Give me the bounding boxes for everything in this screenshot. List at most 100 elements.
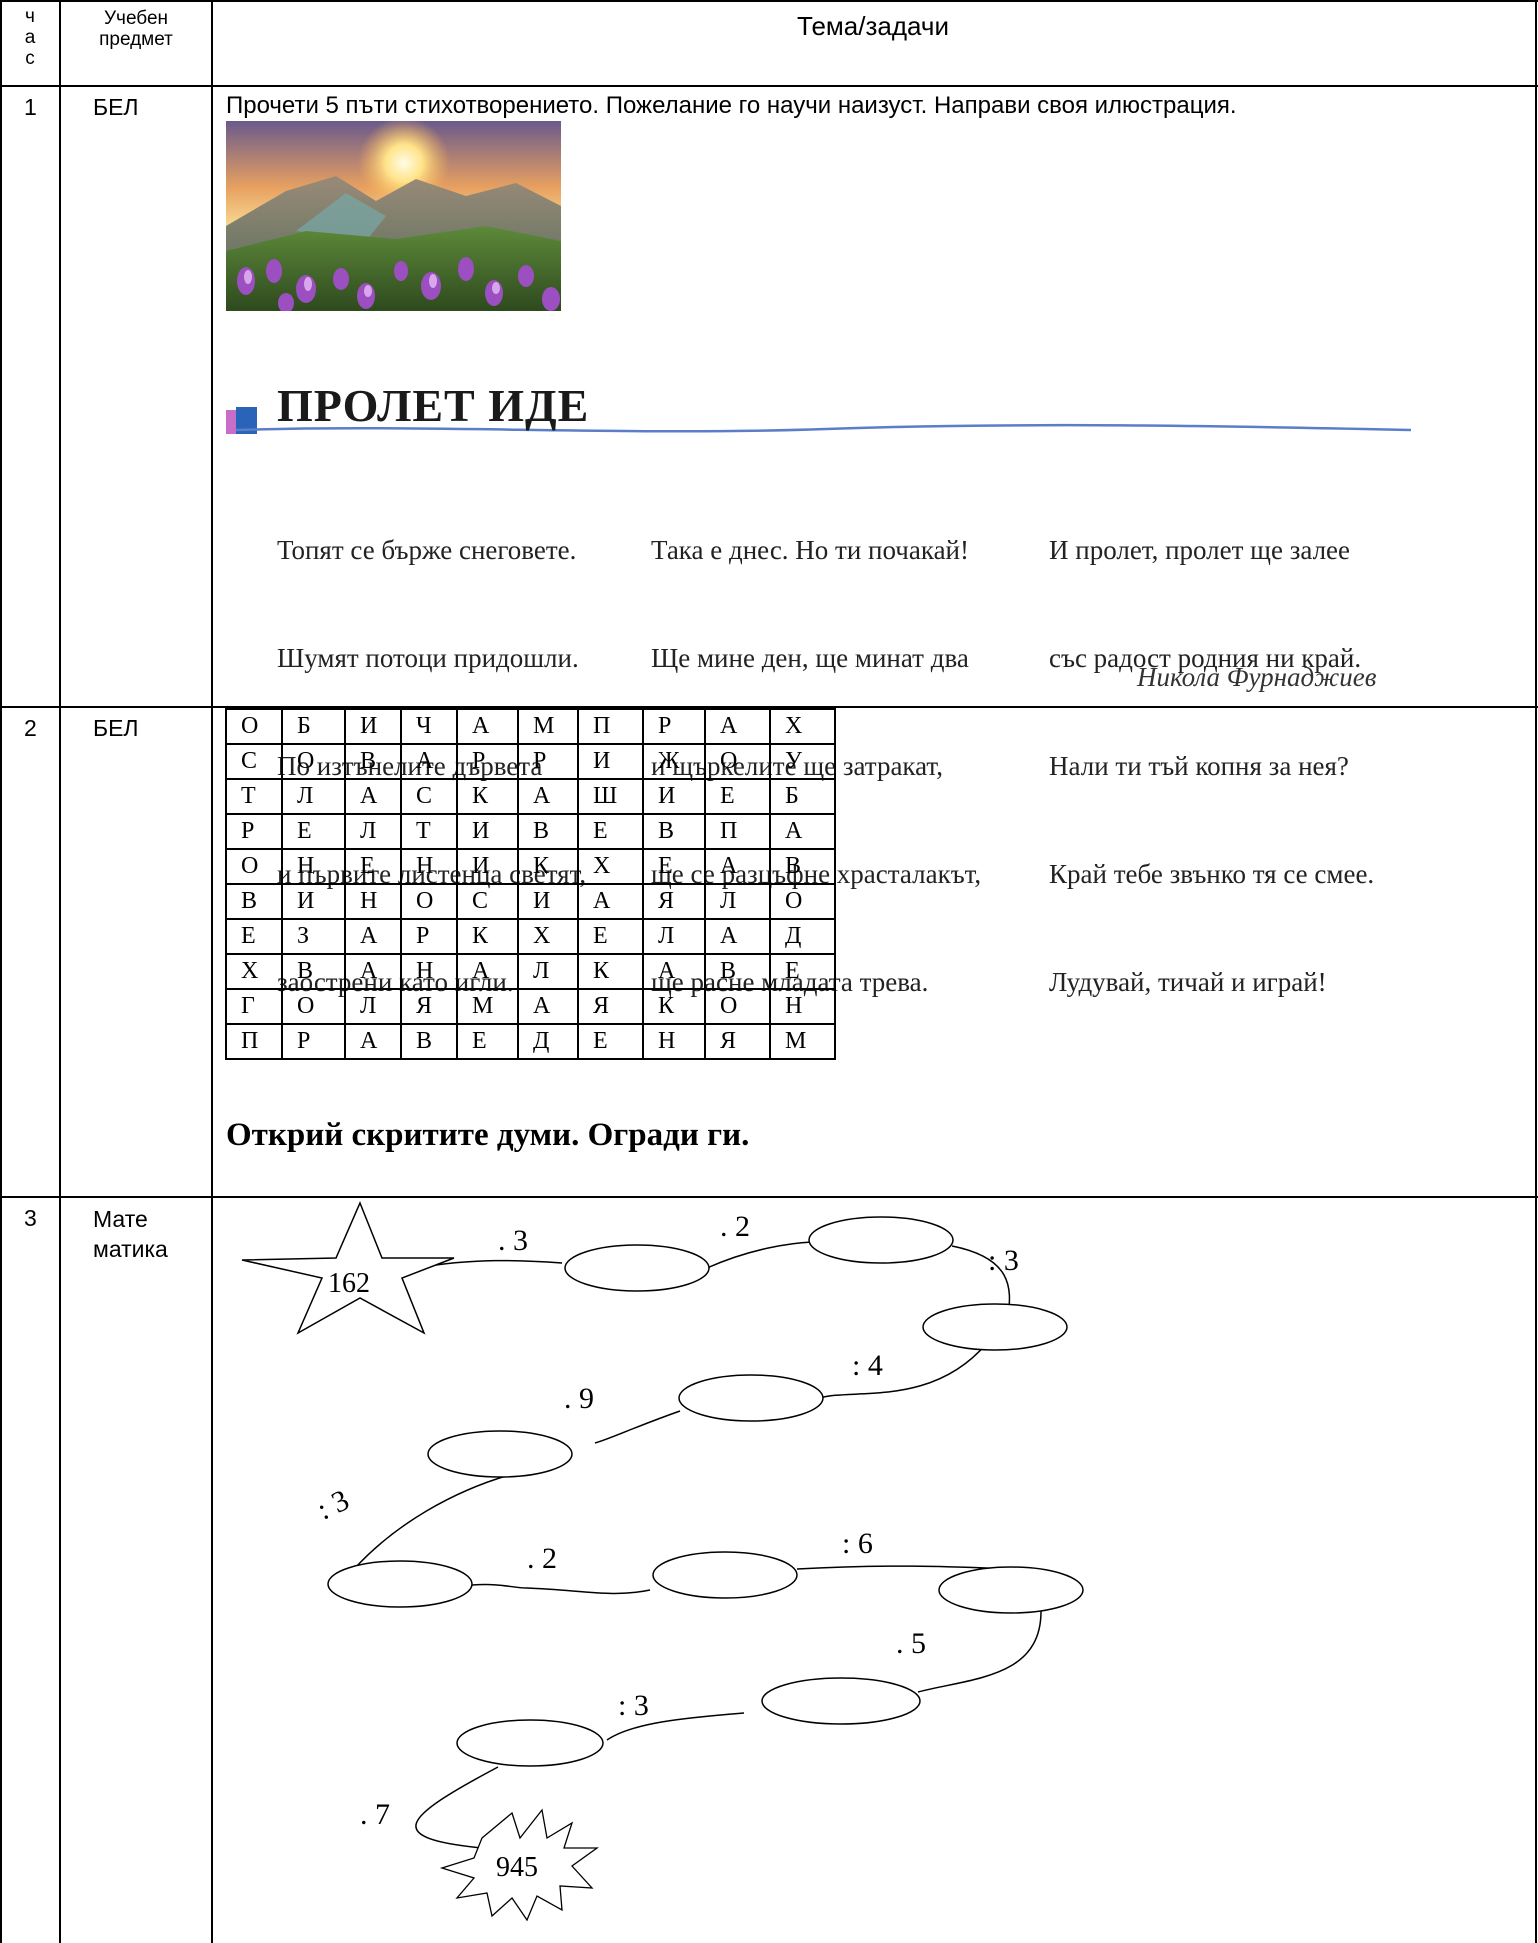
grid-cell[interactable]: Л: [344, 988, 402, 1025]
grid-cell[interactable]: В: [281, 953, 346, 990]
grid-cell[interactable]: Л: [642, 918, 706, 955]
grid-cell[interactable]: Б: [281, 708, 346, 745]
grid-cell[interactable]: Р: [225, 813, 283, 850]
grid-cell[interactable]: Н: [344, 883, 402, 920]
answer-oval-5[interactable]: [427, 1430, 573, 1478]
grid-cell[interactable]: К: [517, 848, 579, 885]
grid-cell[interactable]: Е: [577, 918, 644, 955]
grid-cell[interactable]: А: [704, 708, 771, 745]
answer-oval-10[interactable]: [456, 1719, 604, 1767]
answer-oval-1[interactable]: [564, 1244, 710, 1292]
grid-cell[interactable]: А: [400, 743, 458, 780]
grid-cell[interactable]: А: [344, 1023, 402, 1060]
grid-cell[interactable]: О: [225, 708, 283, 745]
grid-cell[interactable]: О: [281, 743, 346, 780]
grid-cell[interactable]: М: [517, 708, 579, 745]
grid-cell[interactable]: Е: [456, 1023, 519, 1060]
answer-oval-7[interactable]: [652, 1551, 798, 1599]
grid-cell[interactable]: А: [456, 953, 519, 990]
grid-cell[interactable]: Т: [400, 813, 458, 850]
grid-cell[interactable]: А: [517, 988, 579, 1025]
grid-cell[interactable]: А: [344, 918, 402, 955]
grid-cell[interactable]: В: [400, 1023, 458, 1060]
grid-cell[interactable]: В: [769, 848, 836, 885]
grid-cell[interactable]: Х: [517, 918, 579, 955]
grid-cell[interactable]: Ч: [400, 708, 458, 745]
grid-cell[interactable]: В: [704, 953, 771, 990]
grid-cell[interactable]: И: [344, 708, 402, 745]
grid-cell[interactable]: И: [456, 813, 519, 850]
grid-cell[interactable]: С: [456, 883, 519, 920]
answer-oval-2[interactable]: [808, 1216, 954, 1264]
grid-cell[interactable]: А: [642, 953, 706, 990]
grid-cell[interactable]: А: [704, 848, 771, 885]
grid-cell[interactable]: Е: [281, 813, 346, 850]
grid-cell[interactable]: В: [344, 743, 402, 780]
grid-cell[interactable]: Х: [769, 708, 836, 745]
grid-cell[interactable]: О: [225, 848, 283, 885]
grid-cell[interactable]: Г: [225, 988, 283, 1025]
answer-oval-4[interactable]: [678, 1374, 824, 1422]
grid-cell[interactable]: Ш: [577, 778, 644, 815]
grid-cell[interactable]: Д: [769, 918, 836, 955]
grid-cell[interactable]: А: [456, 708, 519, 745]
grid-cell[interactable]: Л: [344, 813, 402, 850]
grid-cell[interactable]: К: [456, 918, 519, 955]
grid-cell[interactable]: О: [704, 988, 771, 1025]
grid-cell[interactable]: Н: [400, 848, 458, 885]
answer-oval-8[interactable]: [938, 1566, 1084, 1614]
grid-cell[interactable]: В: [642, 813, 706, 850]
grid-cell[interactable]: Е: [769, 953, 836, 990]
answer-oval-6[interactable]: [327, 1560, 473, 1608]
grid-cell[interactable]: Н: [400, 953, 458, 990]
grid-cell[interactable]: Х: [577, 848, 644, 885]
grid-cell[interactable]: Р: [642, 708, 706, 745]
grid-cell[interactable]: Р: [281, 1023, 346, 1060]
grid-cell[interactable]: С: [400, 778, 458, 815]
grid-cell[interactable]: Я: [704, 1023, 771, 1060]
grid-cell[interactable]: Е: [344, 848, 402, 885]
grid-cell[interactable]: Е: [577, 813, 644, 850]
grid-cell[interactable]: П: [704, 813, 771, 850]
grid-cell[interactable]: Е: [225, 918, 283, 955]
grid-cell[interactable]: З: [281, 918, 346, 955]
grid-cell[interactable]: Р: [400, 918, 458, 955]
grid-cell[interactable]: Я: [642, 883, 706, 920]
grid-cell[interactable]: Р: [456, 743, 519, 780]
grid-cell[interactable]: Л: [704, 883, 771, 920]
grid-cell[interactable]: И: [456, 848, 519, 885]
grid-cell[interactable]: П: [577, 708, 644, 745]
grid-cell[interactable]: А: [704, 918, 771, 955]
grid-cell[interactable]: А: [344, 953, 402, 990]
grid-cell[interactable]: А: [769, 813, 836, 850]
grid-cell[interactable]: Я: [577, 988, 644, 1025]
grid-cell[interactable]: И: [517, 883, 579, 920]
grid-cell[interactable]: Р: [517, 743, 579, 780]
answer-oval-9[interactable]: [761, 1677, 921, 1725]
grid-cell[interactable]: О: [704, 743, 771, 780]
grid-cell[interactable]: И: [642, 778, 706, 815]
grid-cell[interactable]: М: [769, 1023, 836, 1060]
grid-cell[interactable]: О: [281, 988, 346, 1025]
grid-cell[interactable]: А: [517, 778, 579, 815]
grid-cell[interactable]: П: [225, 1023, 283, 1060]
grid-cell[interactable]: Н: [642, 1023, 706, 1060]
grid-cell[interactable]: Х: [225, 953, 283, 990]
grid-cell[interactable]: А: [344, 778, 402, 815]
grid-cell[interactable]: О: [769, 883, 836, 920]
grid-cell[interactable]: У: [769, 743, 836, 780]
grid-cell[interactable]: М: [456, 988, 519, 1025]
grid-cell[interactable]: Я: [400, 988, 458, 1025]
grid-cell[interactable]: Н: [281, 848, 346, 885]
grid-cell[interactable]: В: [225, 883, 283, 920]
grid-cell[interactable]: Е: [577, 1023, 644, 1060]
grid-cell[interactable]: Н: [769, 988, 836, 1025]
grid-cell[interactable]: Б: [769, 778, 836, 815]
grid-cell[interactable]: Е: [704, 778, 771, 815]
answer-oval-3[interactable]: [922, 1303, 1068, 1351]
grid-cell[interactable]: Ж: [642, 743, 706, 780]
grid-cell[interactable]: Л: [517, 953, 579, 990]
grid-cell[interactable]: Д: [517, 1023, 579, 1060]
grid-cell[interactable]: И: [577, 743, 644, 780]
grid-cell[interactable]: Т: [225, 778, 283, 815]
